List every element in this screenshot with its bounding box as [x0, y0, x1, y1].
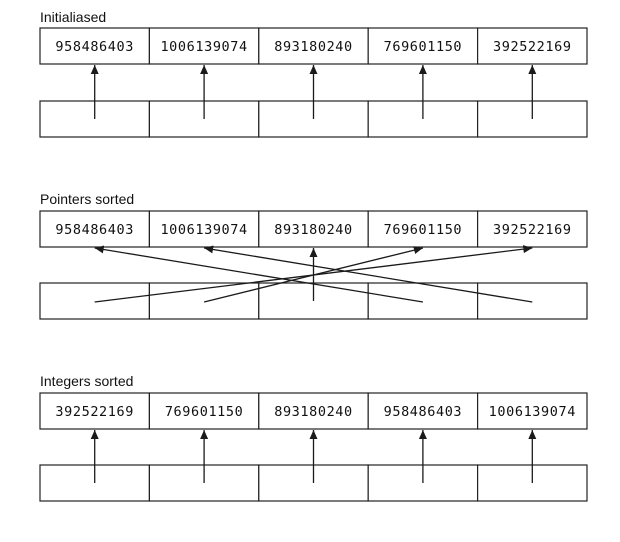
integer-value: 769601150 — [384, 222, 463, 238]
section-1: Initialiased 958486403 1006139074 893180240… — [39, 9, 588, 138]
integer-value: 893180240 — [274, 222, 353, 238]
integer-cell — [148, 392, 260, 430]
integer-value: 958486403 — [55, 39, 134, 55]
integer-value: 1006139074 — [489, 404, 576, 420]
integer-value: 893180240 — [274, 404, 353, 420]
integer-cell — [39, 392, 151, 430]
integer-cell — [477, 392, 588, 430]
pointer-cell — [39, 282, 151, 320]
integer-value: 769601150 — [165, 404, 244, 420]
integer-value: 958486403 — [384, 404, 463, 420]
integer-value: 893180240 — [274, 39, 353, 55]
pointer-arrow — [94, 245, 424, 303]
integer-value: 392522169 — [493, 222, 572, 238]
section-title: Pointers sorted — [40, 191, 134, 207]
integer-value: 392522169 — [493, 39, 572, 55]
integer-value: 958486403 — [55, 222, 134, 238]
integer-value: 1006139074 — [160, 39, 247, 55]
section-title: Initialiased — [40, 9, 106, 25]
pointer-cell — [367, 282, 479, 320]
integer-cell — [477, 210, 588, 248]
integer-cell — [367, 392, 479, 430]
section-3: Integers sorted 392522169 769601150 8931802… — [39, 373, 588, 502]
section-2: Pointers sorted 958486403 1006139074 893180… — [39, 191, 588, 320]
integer-cell — [258, 392, 369, 430]
integer-cell — [258, 210, 369, 248]
pointer-arrow — [203, 245, 533, 303]
integer-value: 1006139074 — [160, 222, 247, 238]
integer-value: 392522169 — [55, 404, 134, 420]
integer-value: 769601150 — [384, 39, 463, 55]
pointer-cell — [477, 282, 588, 320]
integer-cell — [477, 27, 588, 65]
integer-cell — [258, 27, 369, 65]
integer-cell — [39, 27, 151, 65]
section-title: Integers sorted — [40, 373, 133, 389]
integer-cell — [148, 27, 260, 65]
integer-cell — [39, 210, 151, 248]
